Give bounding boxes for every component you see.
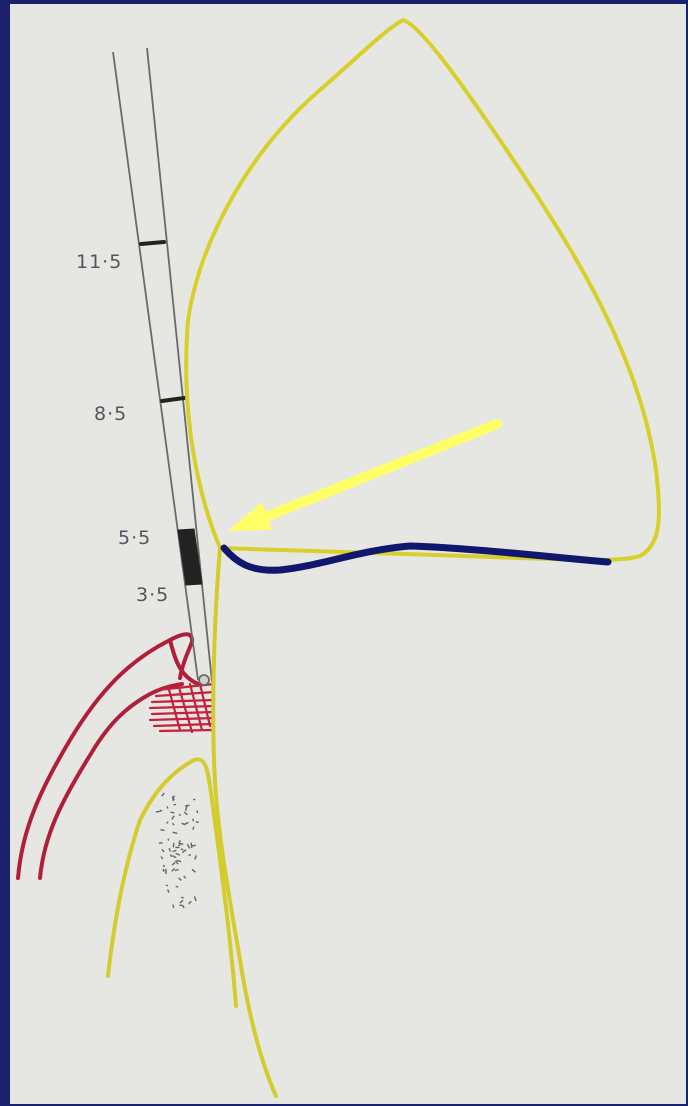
probe-label-5-5: 5·5 bbox=[118, 527, 151, 549]
probe-label-3-5: 3·5 bbox=[136, 584, 169, 606]
probe-label-11-5: 11·5 bbox=[76, 251, 122, 273]
probe-label-8-5: 8·5 bbox=[94, 403, 127, 425]
probe-mark-11-5 bbox=[141, 242, 164, 244]
